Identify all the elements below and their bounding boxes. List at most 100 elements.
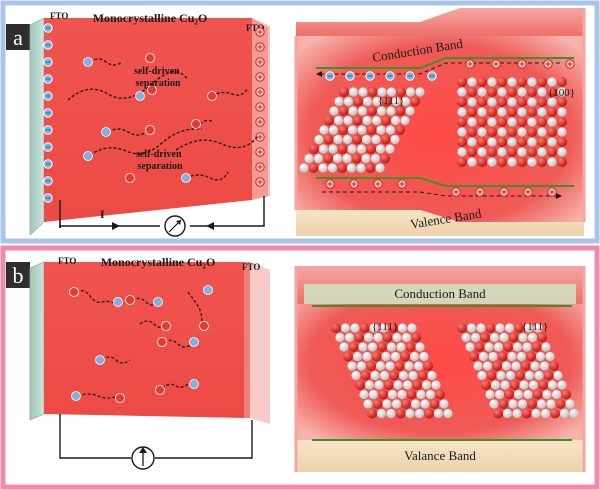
copper-atom [363, 332, 374, 343]
copper-atom [329, 106, 339, 116]
oxygen-atom [477, 157, 487, 167]
copper-atom [524, 370, 535, 381]
copper-atom [368, 389, 379, 400]
hole [255, 87, 265, 97]
copper-atom [420, 399, 430, 409]
oxygen-atom [543, 370, 554, 381]
copper-atom [382, 399, 392, 409]
oxygen-atom [547, 87, 557, 97]
copper-atom [545, 351, 555, 362]
annotation-upper: self-driven separation [134, 66, 182, 89]
oxygen-atom [481, 380, 491, 390]
oxygen-atom [527, 127, 537, 137]
copper-atom [377, 87, 387, 97]
copper-atom [508, 399, 518, 409]
copper-atom [467, 137, 477, 147]
oxygen-atom [555, 399, 566, 409]
copper-atom [318, 144, 329, 154]
oxygen-atom [537, 117, 547, 127]
copper-atom [557, 127, 567, 137]
current-label: I [100, 207, 105, 221]
copper-atom [501, 361, 512, 371]
oxygen-atom [527, 399, 537, 409]
copper-atom [387, 389, 398, 400]
copper-atom [370, 370, 380, 381]
oxygen-atom [308, 163, 319, 173]
copper-atom [502, 408, 513, 419]
copper-atom [362, 96, 373, 107]
oxygen-atom [497, 117, 507, 127]
oxygen-atom [378, 389, 388, 400]
oxygen-atom [339, 87, 349, 97]
fto-plate-right-b [250, 262, 270, 424]
copper-atom [530, 361, 540, 371]
copper-atom [386, 408, 396, 419]
copper-atom [531, 408, 541, 419]
cb-electron [325, 71, 335, 81]
copper-atom [319, 125, 329, 135]
copper-atom [533, 323, 543, 333]
oxygen-atom [487, 127, 497, 137]
facet-label-a-right: {100} [548, 87, 575, 99]
copper-atom [328, 144, 338, 154]
copper-atom [332, 153, 343, 164]
crystal-side-b [244, 262, 250, 418]
oxygen-atom [381, 115, 391, 126]
oxygen-atom [323, 134, 334, 145]
vb-hole [523, 187, 533, 197]
hole [255, 72, 265, 82]
copper-atom [497, 107, 507, 117]
oxygen-atom [520, 361, 531, 371]
cb-electrons [325, 59, 575, 81]
copper-atom [304, 153, 314, 164]
copper-atom [361, 134, 372, 145]
oxygen-atom [381, 96, 392, 107]
copper-atom [569, 408, 579, 419]
top-band-bar [296, 8, 584, 36]
oxygen-atom [493, 408, 503, 419]
copper-atom [356, 163, 366, 173]
fto-plate-left-b [29, 261, 45, 421]
copper-atom [537, 107, 547, 117]
copper-atom [487, 157, 497, 167]
copper-atom [405, 87, 416, 97]
copper-atom [535, 351, 546, 362]
copper-atom [386, 106, 396, 116]
copper-atom [477, 370, 487, 381]
oxygen-atom [429, 399, 440, 409]
copper-atom [528, 380, 539, 390]
oxygen-atom [457, 77, 467, 87]
oxygen-atom [417, 370, 428, 381]
oxygen-atom [405, 342, 416, 352]
oxygen-atom [549, 361, 559, 371]
copper-atom [402, 380, 413, 390]
panel-b-label: b [13, 263, 24, 288]
oxygen-atom [497, 137, 507, 147]
cb-electron [405, 71, 415, 81]
oxygen-atom [435, 389, 445, 400]
copper-atom [385, 361, 395, 371]
oxygen-atom [331, 323, 341, 333]
conduction-band-label-b: Conduction Band [394, 286, 486, 301]
copper-atom [379, 370, 390, 381]
copper-atom [527, 77, 537, 87]
copper-atom [414, 408, 425, 419]
oxygen-atom [537, 157, 547, 167]
panel-a-fto-right: FTO [246, 23, 264, 33]
oxygen-atom [477, 137, 487, 147]
oxygen-atom [377, 342, 387, 352]
oxygen-atom [514, 323, 524, 333]
copper-atom [517, 127, 527, 137]
oxygen-atom [547, 147, 557, 157]
copper-atom [348, 106, 358, 116]
vb-hole [451, 187, 461, 197]
copper-atom [539, 361, 550, 371]
copper-atom [390, 351, 401, 362]
electron [43, 40, 53, 50]
oxygen-atom [557, 137, 567, 147]
vb-hole [499, 187, 509, 197]
oxygen-atom [517, 77, 527, 87]
oxygen-atom [352, 134, 362, 145]
copper-atom [493, 342, 504, 352]
copper-atom [405, 106, 415, 116]
